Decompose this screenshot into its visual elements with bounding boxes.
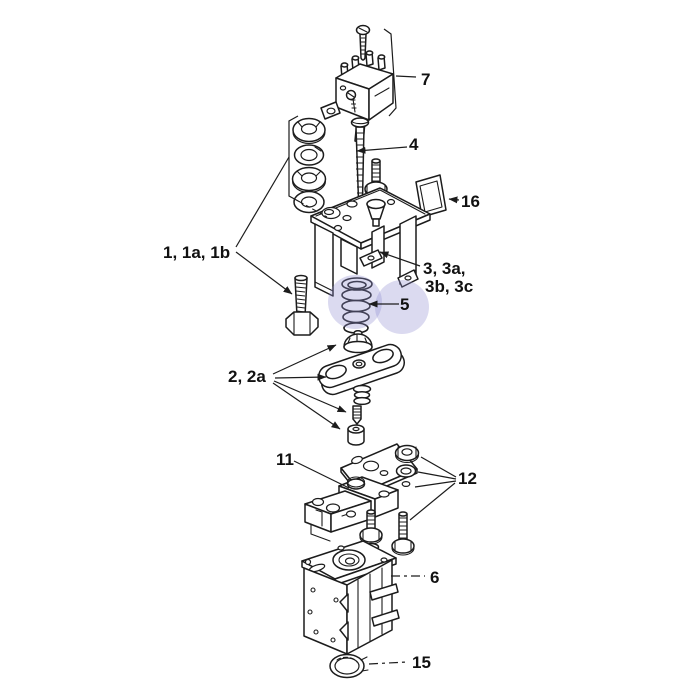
- leader-12-nut: [420, 456, 457, 478]
- leader-12-plate: [414, 480, 457, 488]
- part-16-pad: [415, 174, 447, 218]
- bracket-7: [383, 28, 397, 117]
- leader-3: [379, 251, 421, 267]
- leader-11: [293, 460, 350, 489]
- relay-body: [335, 63, 394, 121]
- pivot-cap: [347, 424, 365, 446]
- label-part-15: 15: [412, 653, 431, 672]
- lower-terminal-block: [304, 490, 383, 552]
- small-stud: [352, 405, 362, 425]
- label-group-3-line2: 3b, 3c: [425, 277, 473, 296]
- leader-2-cap: [272, 382, 341, 430]
- bolt-12: [391, 511, 415, 556]
- leader-12-bolt: [409, 482, 456, 521]
- leader-2-stud: [273, 380, 347, 413]
- leader-lines: [235, 28, 460, 665]
- label-group-3-line1: 3, 3a,: [423, 259, 466, 278]
- label-group-1: 1, 1a, 1b: [163, 243, 230, 262]
- leader-15: [368, 661, 408, 665]
- leader-16: [448, 196, 460, 204]
- flat-washer: [293, 190, 325, 214]
- leader-2-dome: [272, 344, 337, 375]
- highlight-circle-right[interactable]: [375, 280, 429, 334]
- part-3-housing-frame: [310, 158, 431, 297]
- label-part-16: 16: [461, 192, 480, 211]
- label-part-6: 6: [430, 568, 439, 587]
- spring-washer-stack: [352, 384, 372, 406]
- part-labels: 7 4 16 1, 1a, 1b 3, 3a, 3b, 3c 5 2, 2a 1…: [163, 70, 480, 672]
- label-part-12: 12: [458, 469, 477, 488]
- part-7-auxiliary-relay: [320, 24, 394, 144]
- part-6-solenoid-body: [301, 540, 400, 655]
- housing-legs: [314, 215, 419, 297]
- part-15-retaining-ring: [329, 653, 369, 679]
- bracket-stack: [288, 115, 301, 203]
- label-part-11: 11: [276, 450, 294, 469]
- hex-nut-top: [292, 117, 326, 145]
- lock-washer: [293, 144, 325, 166]
- part-2-contact-assembly: [317, 330, 406, 446]
- leader-4: [356, 146, 408, 154]
- contact-bar: [317, 343, 406, 396]
- hex-nut-lower: [291, 166, 327, 194]
- dash-stack-to-housing: [299, 201, 328, 218]
- hex-nut-12: [394, 444, 420, 463]
- label-part-4: 4: [409, 135, 419, 154]
- label-part-5: 5: [400, 295, 409, 314]
- label-part-7: 7: [421, 70, 430, 89]
- dome-cap: [343, 330, 373, 354]
- part-1b-hex-bolt: [285, 274, 319, 336]
- leader-1-upper: [235, 156, 290, 248]
- highlight-overlay[interactable]: [328, 275, 429, 334]
- label-group-2: 2, 2a: [228, 367, 266, 386]
- leader-2-bar: [274, 373, 327, 381]
- relay-bracket-foot: [320, 101, 341, 120]
- washer-12: [395, 464, 417, 478]
- nut-washer-stack: [291, 117, 327, 214]
- cone-washer: [366, 198, 386, 227]
- relay-terminals: [340, 50, 386, 79]
- leader-12-washer: [417, 471, 457, 480]
- leader-1-lower: [235, 251, 293, 295]
- highlight-circle-left[interactable]: [328, 275, 382, 329]
- relay-top-screw: [355, 24, 371, 61]
- leader-7: [395, 75, 417, 78]
